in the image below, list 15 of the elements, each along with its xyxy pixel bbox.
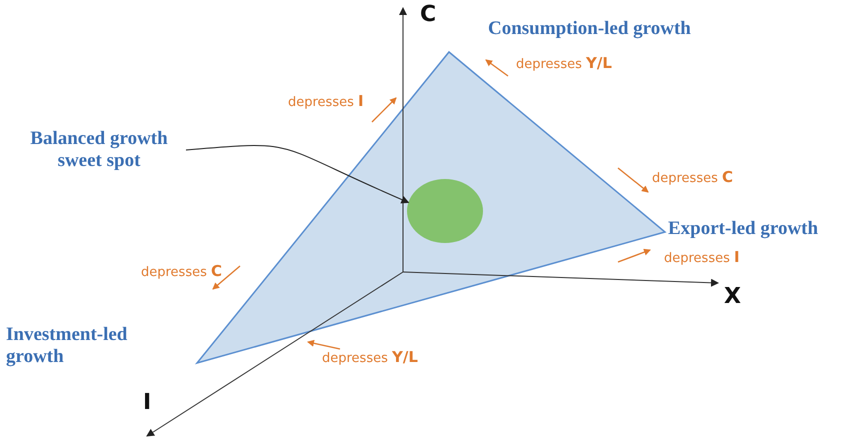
growth-label: Consumption-led growth (488, 18, 691, 40)
axis-label: I (143, 390, 152, 415)
effect-label: depresses C (141, 262, 222, 280)
effect-label: depresses Y/L (322, 348, 418, 366)
effect-label: depresses I (664, 248, 740, 266)
effect-label: depresses I (288, 92, 364, 110)
effect-label: depresses Y/L (516, 54, 612, 72)
effect-label: depresses C (652, 168, 734, 186)
growth-label: Investment-led growth (6, 324, 128, 368)
axis-label: X (724, 284, 741, 309)
callout-text: Balanced growth sweet spot (14, 128, 184, 172)
arrow (186, 145, 410, 204)
growth-label: Export-led growth (668, 218, 818, 240)
axis-label: C (420, 2, 436, 27)
sweet-spot-circle (407, 179, 483, 243)
